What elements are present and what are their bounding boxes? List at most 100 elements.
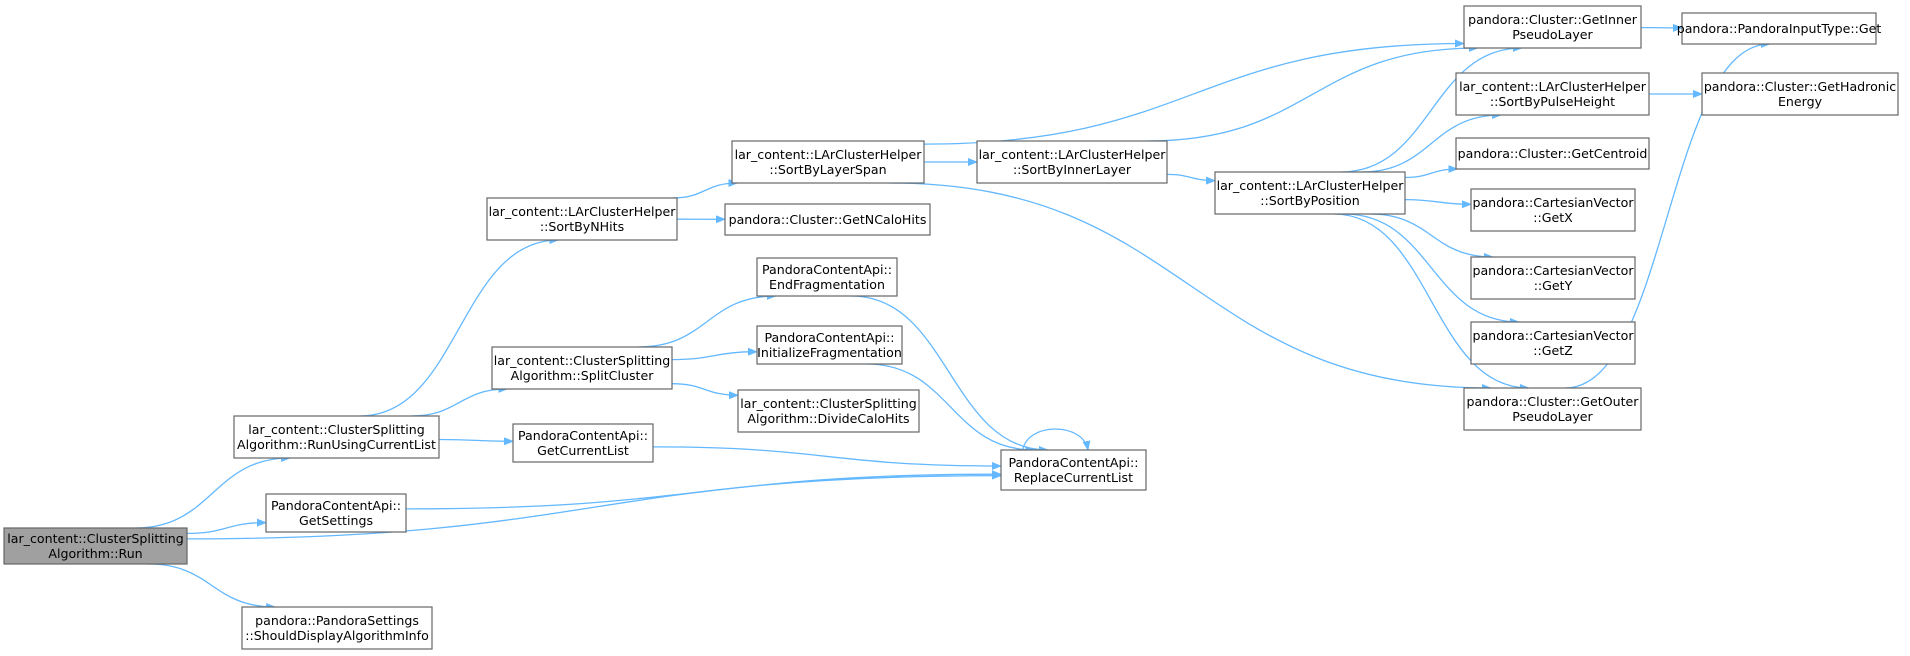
node-replaceCurrentList-label-0: PandoraContentApi:: (1008, 455, 1138, 470)
edge-sortByPosition-to-sortByPulseHeight (1361, 111, 1503, 173)
node-inputTypeGet[interactable]: pandora::PandoraInputType::Get (1677, 12, 1882, 45)
node-getOuterPseudoLayer-box[interactable] (1463, 387, 1642, 431)
node-divideCaloHits-label-0: lar_content::ClusterSplitting (740, 396, 916, 411)
node-sortByPosition[interactable]: lar_content::LArClusterHelper::SortByPos… (1214, 171, 1406, 215)
node-getCentroid[interactable]: pandora::Cluster::GetCentroid (1455, 137, 1650, 170)
node-sortByNHits-label-0: lar_content::LArClusterHelper (489, 204, 677, 219)
node-run-box[interactable] (3, 527, 188, 565)
edge-sortByLayerSpan-to-getInnerPseudoLayer (923, 39, 1465, 145)
node-getZ-label-1: ::GetZ (1533, 343, 1573, 358)
node-initFrag[interactable]: PandoraContentApi::InitializeFragmentati… (756, 325, 903, 365)
node-initFrag-box[interactable] (756, 325, 903, 365)
node-sortByLayerSpan-label-1: ::SortByLayerSpan (769, 162, 886, 177)
node-splitCluster-box[interactable] (491, 346, 673, 390)
edge-replaceCurrentList-to-replaceCurrentList (1022, 428, 1091, 451)
node-divideCaloHits-label-1: Algorithm::DivideCaloHits (747, 411, 909, 426)
node-runUsing-box[interactable] (233, 415, 440, 459)
node-inputTypeGet-box[interactable] (1681, 12, 1877, 45)
node-sortByPosition-label-0: lar_content::LArClusterHelper (1217, 178, 1405, 193)
node-shouldDisplay[interactable]: pandora::PandoraSettings::ShouldDisplayA… (241, 606, 433, 650)
node-runUsing[interactable]: lar_content::ClusterSplittingAlgorithm::… (233, 415, 440, 459)
node-sortByInnerLayer-box[interactable] (976, 140, 1168, 184)
node-runUsing-label-1: Algorithm::RunUsingCurrentList (237, 437, 436, 452)
node-getY[interactable]: pandora::CartesianVector::GetY (1470, 256, 1636, 300)
node-getCentroid-box[interactable] (1455, 137, 1650, 170)
node-splitCluster-label-1: Algorithm::SplitCluster (511, 368, 655, 383)
node-getX-box[interactable] (1470, 188, 1636, 232)
node-run[interactable]: lar_content::ClusterSplittingAlgorithm::… (3, 527, 188, 565)
edge-splitCluster-to-endFrag (638, 292, 777, 348)
node-replaceCurrentList[interactable]: PandoraContentApi::ReplaceCurrentList (1000, 449, 1147, 491)
node-replaceCurrentList-label-1: ReplaceCurrentList (1014, 470, 1133, 485)
node-getHadronicEnergy-label-1: Energy (1778, 94, 1823, 109)
node-divideCaloHits-box[interactable] (737, 389, 920, 433)
node-getNCaloHits-box[interactable] (724, 203, 931, 236)
node-endFrag-label-0: PandoraContentApi:: (762, 262, 892, 277)
node-getY-label-1: ::GetY (1534, 278, 1573, 293)
node-sortByPulseHeight[interactable]: lar_content::LArClusterHelper::SortByPul… (1455, 72, 1650, 116)
node-run-label-0: lar_content::ClusterSplitting (7, 531, 183, 546)
nodes-layer: lar_content::ClusterSplittingAlgorithm::… (3, 5, 1899, 650)
node-divideCaloHits[interactable]: lar_content::ClusterSplittingAlgorithm::… (737, 389, 920, 433)
node-endFrag-box[interactable] (756, 257, 898, 297)
node-getCurrentList[interactable]: PandoraContentApi::GetCurrentList (512, 423, 654, 463)
node-initFrag-label-0: PandoraContentApi:: (764, 330, 894, 345)
edge-getCurrentList-to-replaceCurrentList (652, 446, 1002, 470)
node-getCentroid-label-0: pandora::Cluster::GetCentroid (1458, 146, 1648, 161)
edge-splitCluster-to-initFrag (671, 347, 758, 361)
node-splitCluster[interactable]: lar_content::ClusterSplittingAlgorithm::… (491, 346, 673, 390)
edge-sortByPosition-to-getX (1404, 198, 1472, 209)
node-sortByNHits-box[interactable] (486, 197, 678, 241)
edge-runUsing-to-sortByNHits (360, 236, 560, 417)
node-getZ-box[interactable] (1470, 321, 1636, 365)
edge-splitCluster-to-divideCaloHits (671, 383, 739, 400)
node-sortByInnerLayer-label-1: ::SortByInnerLayer (1013, 162, 1132, 177)
edge-run-to-runUsing (135, 454, 292, 529)
edge-getSettings-to-replaceCurrentList (405, 470, 1002, 510)
node-sortByPulseHeight-label-0: lar_content::LArClusterHelper (1459, 79, 1647, 94)
node-shouldDisplay-box[interactable] (241, 606, 433, 650)
node-runUsing-label-0: lar_content::ClusterSplitting (248, 422, 424, 437)
node-getY-box[interactable] (1470, 256, 1636, 300)
node-getX-label-0: pandora::CartesianVector (1472, 195, 1634, 210)
node-getHadronicEnergy-box[interactable] (1701, 72, 1899, 116)
node-sortByInnerLayer-label-0: lar_content::LArClusterHelper (979, 147, 1167, 162)
edge-endFrag-to-replaceCurrentList (851, 295, 1049, 454)
node-getOuterPseudoLayer-label-1: PseudoLayer (1512, 409, 1593, 424)
node-getInnerPseudoLayer-label-1: PseudoLayer (1512, 27, 1593, 42)
edge-sortByPosition-to-getY (1369, 213, 1494, 261)
edge-sortByNHits-to-sortByLayerSpan (672, 179, 739, 199)
edge-run-to-getSettings (186, 518, 267, 535)
node-sortByNHits[interactable]: lar_content::LArClusterHelper::SortByNHi… (486, 197, 678, 241)
node-replaceCurrentList-box[interactable] (1000, 449, 1147, 491)
node-sortByPulseHeight-box[interactable] (1455, 72, 1650, 116)
node-getX[interactable]: pandora::CartesianVector::GetX (1470, 188, 1636, 232)
node-getZ-label-0: pandora::CartesianVector (1472, 328, 1634, 343)
edge-sortByPosition-to-getOuterPseudoLayer (1333, 213, 1530, 392)
node-shouldDisplay-label-0: pandora::PandoraSettings (255, 613, 419, 628)
node-splitCluster-label-0: lar_content::ClusterSplitting (494, 353, 670, 368)
edge-sortByPosition-to-getCentroid (1404, 165, 1459, 179)
node-getInnerPseudoLayer-label-0: pandora::Cluster::GetInner (1468, 12, 1638, 27)
node-getZ[interactable]: pandora::CartesianVector::GetZ (1470, 321, 1636, 365)
node-getNCaloHits[interactable]: pandora::Cluster::GetNCaloHits (724, 203, 931, 236)
node-getSettings-box[interactable] (265, 493, 407, 533)
node-sortByPosition-box[interactable] (1214, 171, 1406, 215)
node-endFrag[interactable]: PandoraContentApi::EndFragmentation (756, 257, 898, 297)
node-getInnerPseudoLayer-box[interactable] (1463, 5, 1642, 49)
node-getSettings-label-1: GetSettings (299, 513, 373, 528)
node-getCurrentList-box[interactable] (512, 423, 654, 463)
edge-initFrag-to-replaceCurrentList (866, 363, 1036, 454)
node-sortByLayerSpan[interactable]: lar_content::LArClusterHelper::SortByLay… (731, 140, 925, 184)
node-sortByLayerSpan-box[interactable] (731, 140, 925, 184)
node-getSettings[interactable]: PandoraContentApi::GetSettings (265, 493, 407, 533)
node-sortByInnerLayer[interactable]: lar_content::LArClusterHelper::SortByInn… (976, 140, 1168, 184)
node-sortByNHits-label-1: ::SortByNHits (540, 219, 624, 234)
node-getX-label-1: ::GetX (1533, 210, 1573, 225)
node-inputTypeGet-label-0: pandora::PandoraInputType::Get (1677, 21, 1882, 36)
edge-sortByPosition-to-getInnerPseudoLayer (1340, 44, 1523, 173)
node-endFrag-label-1: EndFragmentation (769, 277, 885, 292)
